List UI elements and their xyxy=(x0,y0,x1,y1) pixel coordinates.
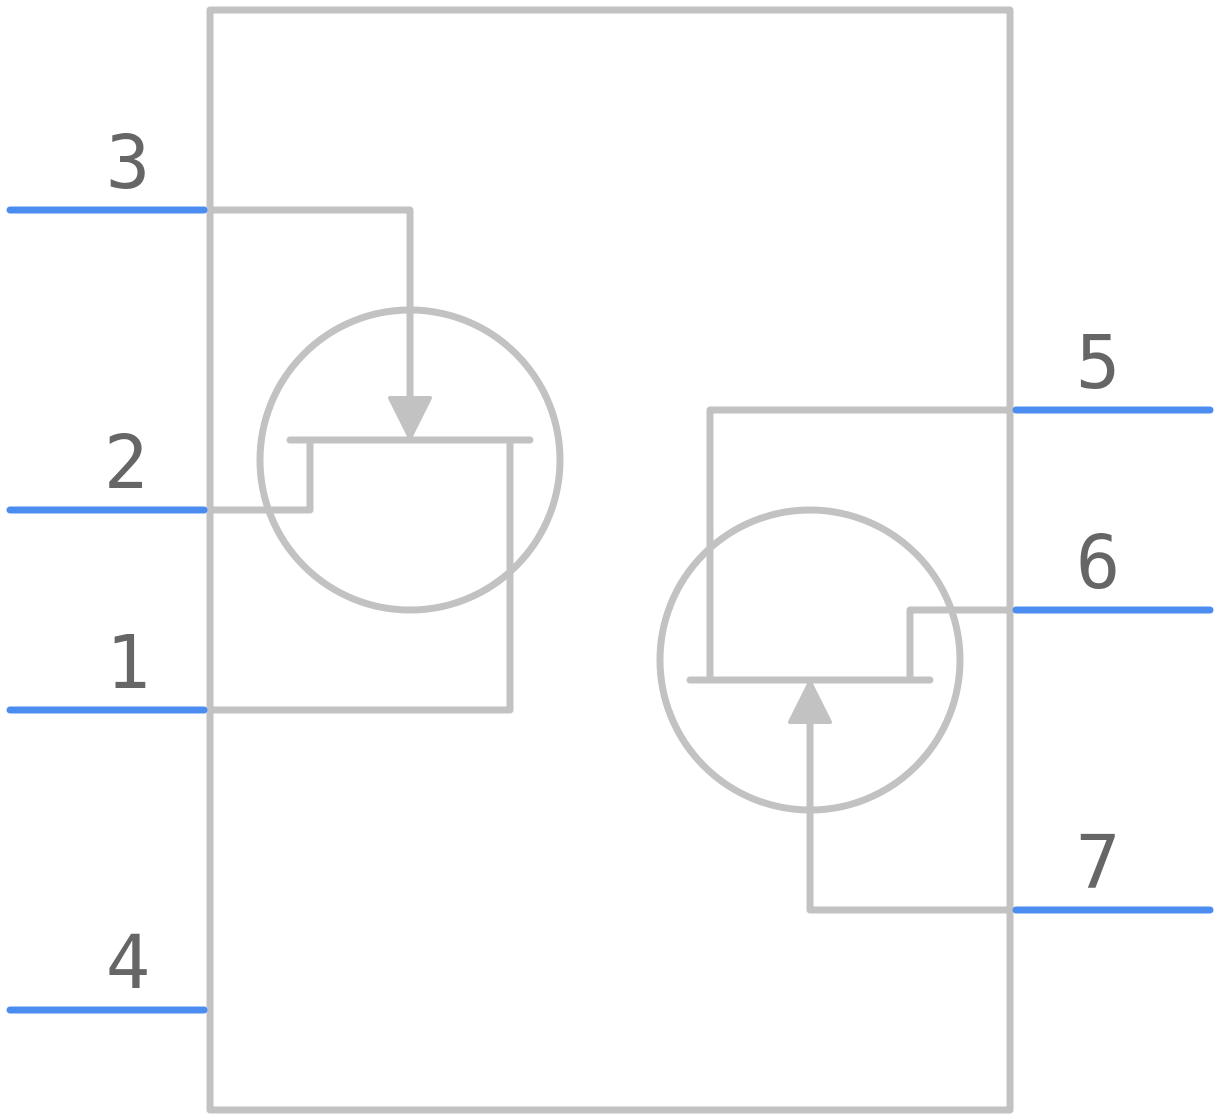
transistor-q2 xyxy=(656,406,1014,914)
pin-5[interactable]: 5 xyxy=(1012,320,1214,414)
pin-3-label: 3 xyxy=(106,120,151,206)
transistor-q2-lead-pin6 xyxy=(906,606,1014,684)
transistor-q1-gate-lead xyxy=(206,206,414,404)
pin-5-label: 5 xyxy=(1076,320,1121,406)
pin-4[interactable]: 4 xyxy=(6,920,208,1014)
transistor-q2-lead-pin7 xyxy=(806,718,1014,914)
transistor-q1-arrow xyxy=(388,396,432,440)
pin-2[interactable]: 2 xyxy=(6,420,208,514)
component-body-outline xyxy=(206,6,1014,1114)
transistor-q2-lead-pin5 xyxy=(706,406,1014,684)
transistor-q2-arrow xyxy=(788,680,832,724)
pin-6[interactable]: 6 xyxy=(1012,520,1214,614)
transistor-q1-lead-pin2 xyxy=(206,436,314,514)
pin-4-label: 4 xyxy=(106,920,151,1006)
pin-1[interactable]: 1 xyxy=(6,620,208,714)
pin-6-label: 6 xyxy=(1076,520,1121,606)
pin-2-label: 2 xyxy=(104,420,149,506)
transistor-q1 xyxy=(206,206,564,714)
pin-7[interactable]: 7 xyxy=(1012,820,1214,914)
pin-3[interactable]: 3 xyxy=(6,120,208,214)
transistor-q1-lead-pin1 xyxy=(206,436,514,714)
pin-7-label: 7 xyxy=(1076,820,1121,906)
pin-1-label: 1 xyxy=(106,620,151,706)
